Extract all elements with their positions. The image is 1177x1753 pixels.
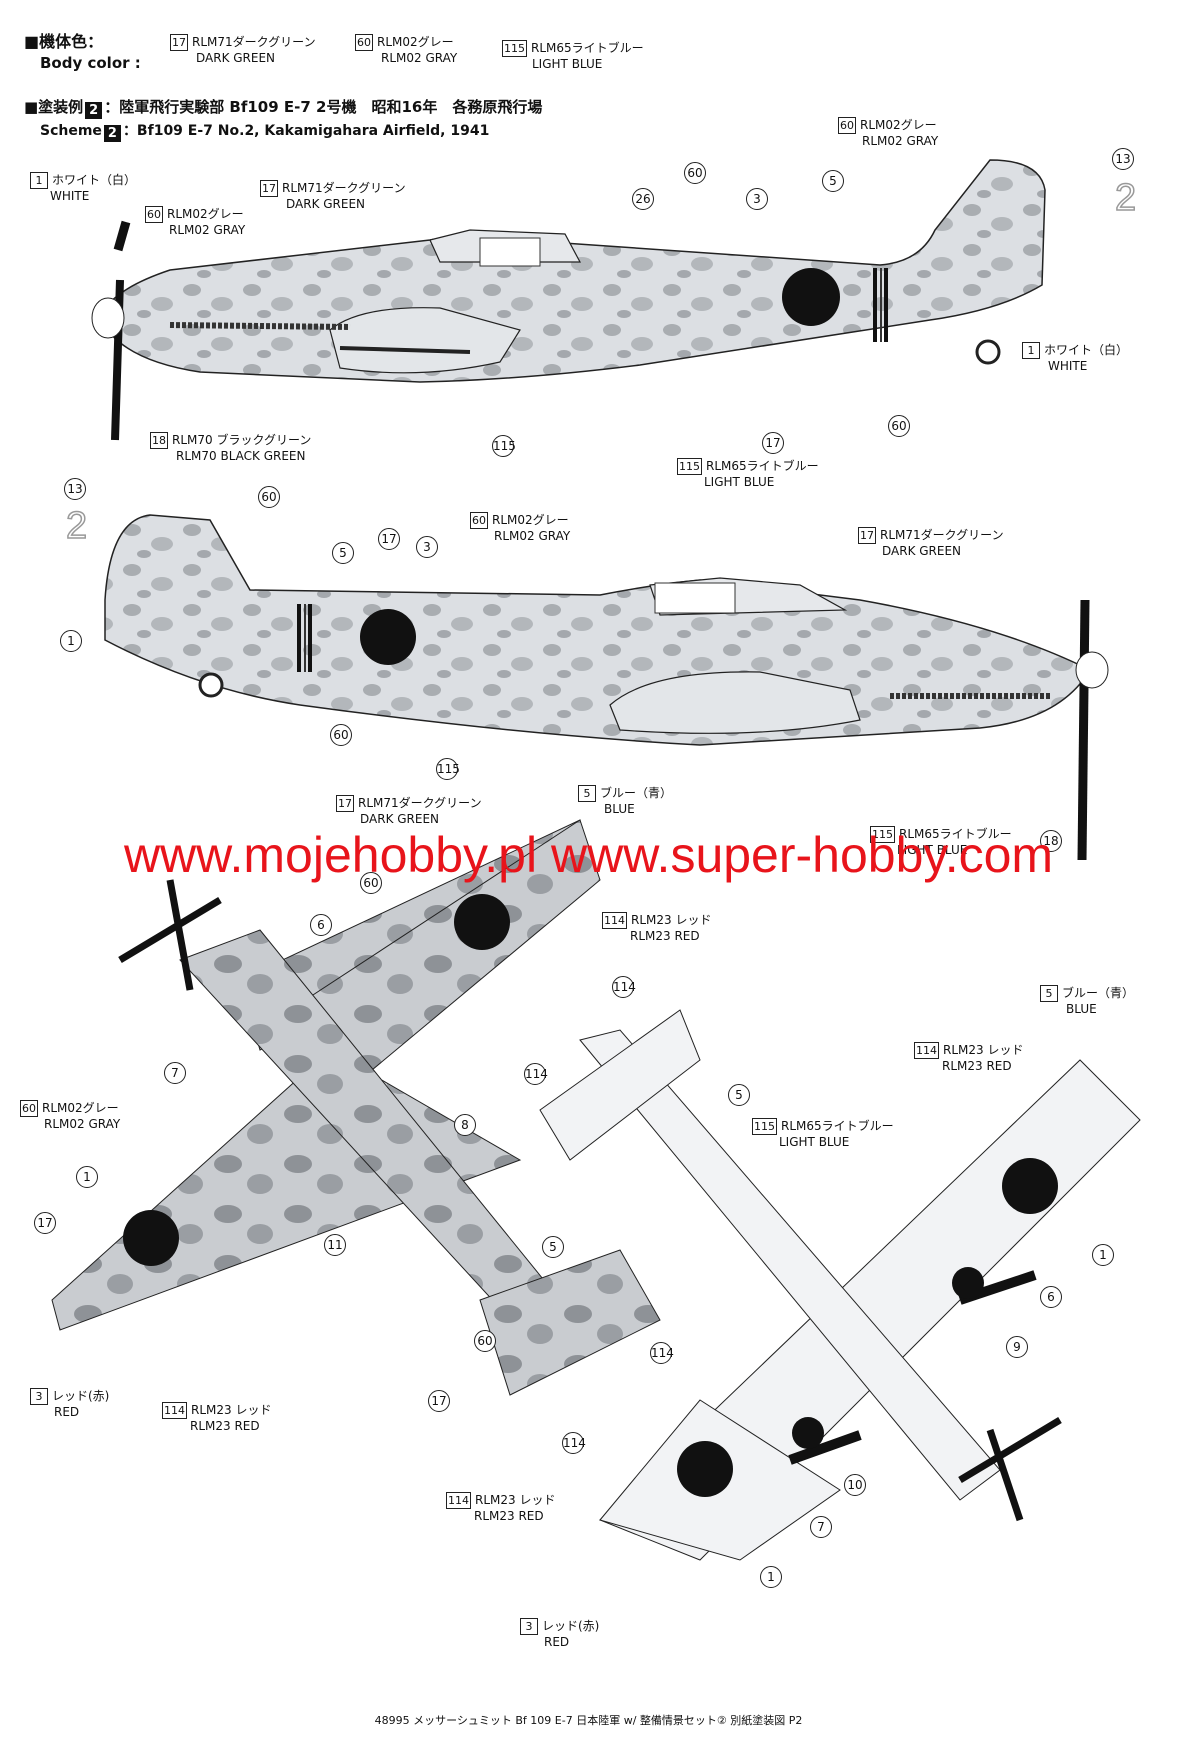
marker-6: 6 (1040, 1286, 1062, 1308)
marker-6: 6 (310, 914, 332, 936)
marker-60: 60 (888, 415, 910, 437)
page-footer: 48995 メッサーシュミット Bf 109 E-7 日本陸軍 w/ 整備情景セ… (374, 1714, 803, 1727)
body-color-label-jp: ■機体色： (24, 32, 104, 51)
hinomaru-top-left (123, 1210, 179, 1266)
hinomaru-bottom-left (677, 1441, 733, 1497)
marker-5: 5 (332, 542, 354, 564)
body-color-label-en: Body color : (40, 54, 141, 72)
marker-5: 5 (542, 1236, 564, 1258)
marker-3: 3 (416, 536, 438, 558)
marker-1: 1 (1092, 1244, 1114, 1266)
marker-60: 60 (258, 486, 280, 508)
marker-10: 10 (844, 1474, 866, 1496)
hinomaru-side-1 (782, 268, 840, 326)
marker-3: 3 (746, 188, 768, 210)
marker-115: 115 (492, 435, 516, 457)
marker-8: 8 (454, 1114, 476, 1136)
propeller-top (118, 879, 222, 991)
marker-60: 60 (474, 1330, 496, 1352)
hinomaru-top-right (454, 894, 510, 950)
marker-26: 26 (632, 188, 654, 210)
marker-60: 60 (330, 724, 352, 746)
wing-gun-1 (339, 346, 471, 354)
tail-numeral-1: 2 (1115, 177, 1136, 219)
marker-17: 17 (428, 1390, 450, 1412)
marker-114: 114 (562, 1432, 586, 1454)
marker-1: 1 (760, 1566, 782, 1588)
marker-5: 5 (822, 170, 844, 192)
marker-1: 1 (76, 1166, 98, 1188)
marker-13: 13 (64, 478, 86, 500)
top-view (51, 819, 661, 1396)
marker-13: 13 (1112, 148, 1134, 170)
marker-7: 7 (164, 1062, 186, 1084)
marker-17: 17 (378, 528, 400, 550)
marker-114: 114 (524, 1063, 548, 1085)
side-view-left (91, 159, 1046, 441)
tailwheel-1 (975, 339, 1001, 365)
tailplane-bottom (539, 1009, 701, 1161)
marker-5: 5 (728, 1084, 750, 1106)
tailplane-top (479, 1249, 661, 1396)
marker-17: 17 (762, 432, 784, 454)
tail-numeral-2: 2 (66, 505, 87, 547)
hinomaru-bottom-right (1002, 1158, 1058, 1214)
hinomaru-side-2 (360, 609, 416, 665)
side-view-right (104, 514, 1109, 861)
marker-114: 114 (650, 1342, 674, 1364)
bottom-view (539, 1009, 1141, 1561)
marker-18: 18 (1040, 830, 1062, 852)
wing-root-1 (329, 307, 521, 374)
marker-1: 1 (60, 630, 82, 652)
marker-9: 9 (1006, 1336, 1028, 1358)
canopy-glass-1 (479, 237, 541, 267)
fuselage-side-2 (104, 514, 1092, 746)
wing-root-2 (609, 671, 861, 734)
marker-115: 115 (436, 758, 460, 780)
marker-17: 17 (34, 1212, 56, 1234)
marker-60: 60 (360, 872, 382, 894)
marker-7: 7 (810, 1516, 832, 1538)
watermark-text: www.mojehobby.pl www.super-hobby.com (123, 827, 1054, 883)
marker-60: 60 (684, 162, 706, 184)
propeller-2 (1077, 599, 1090, 861)
fuselage-side-1 (99, 159, 1046, 383)
tailwheel-2 (198, 672, 224, 698)
marker-114: 114 (612, 976, 636, 998)
propeller-bottom (958, 1416, 1062, 1522)
marker-11: 11 (324, 1234, 346, 1256)
